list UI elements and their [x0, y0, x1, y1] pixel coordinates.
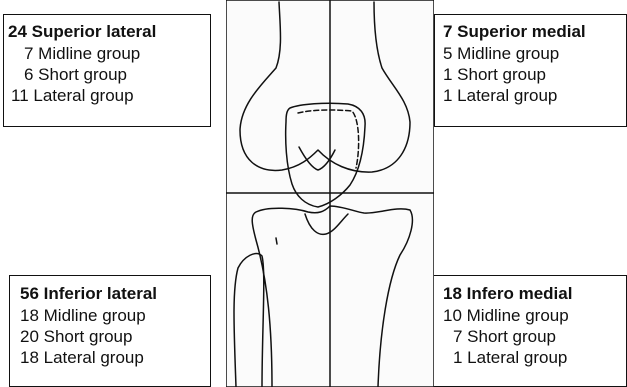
superior-lateral-box: 24 Superior lateral 7 Midline group 6 Sh…: [3, 14, 211, 127]
superior-medial-lateral: 1 Lateral group: [443, 85, 626, 106]
inferior-lateral-lateral: 18 Lateral group: [20, 347, 210, 368]
knee-tracing-diagram: [226, 0, 434, 387]
infero-medial-short: 7 Short group: [443, 326, 626, 347]
superior-medial-short: 1 Short group: [443, 64, 626, 85]
superior-lateral-lateral: 11 Lateral group: [8, 85, 210, 106]
infero-medial-box: 18 Infero medial 10 Midline group 7 Shor…: [426, 275, 627, 387]
superior-lateral-title: 24 Superior lateral: [8, 21, 210, 43]
inferior-lateral-short: 20 Short group: [20, 326, 210, 347]
inferior-lateral-title: 56 Inferior lateral: [20, 283, 210, 305]
superior-medial-box: 7 Superior medial 5 Midline group 1 Shor…: [434, 14, 627, 127]
infero-medial-title: 18 Infero medial: [443, 283, 626, 305]
superior-medial-title: 7 Superior medial: [443, 21, 626, 43]
superior-lateral-midline: 7 Midline group: [8, 43, 210, 64]
tibia-mark: [276, 238, 277, 244]
inferior-lateral-midline: 18 Midline group: [20, 305, 210, 326]
infero-medial-midline: 10 Midline group: [443, 305, 626, 326]
infero-medial-lateral: 1 Lateral group: [443, 347, 626, 368]
superior-lateral-short: 6 Short group: [8, 64, 210, 85]
superior-medial-midline: 5 Midline group: [443, 43, 626, 64]
inferior-lateral-box: 56 Inferior lateral 18 Midline group 20 …: [9, 275, 211, 387]
